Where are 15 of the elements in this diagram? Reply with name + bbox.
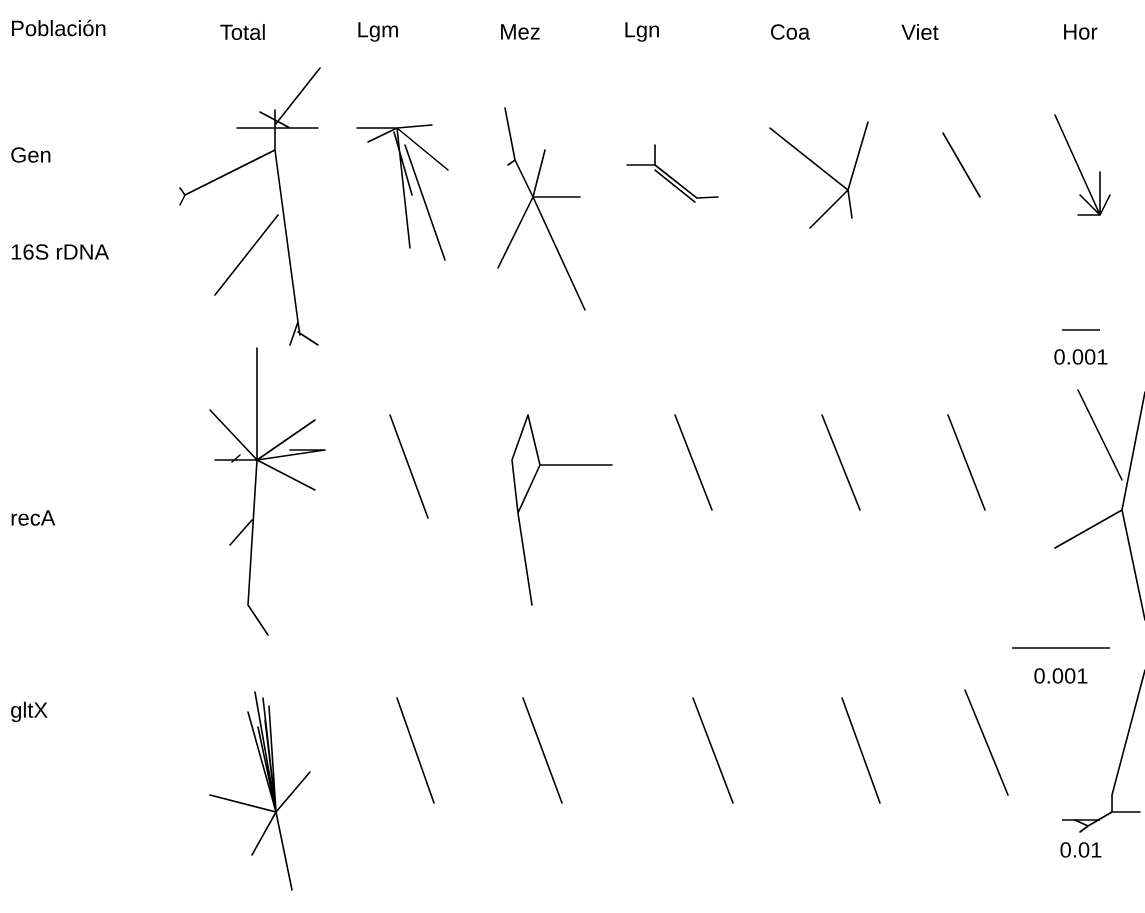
scale-label: 0.001 xyxy=(1054,349,1108,365)
row-label: recA xyxy=(11,510,56,526)
column-header: Población xyxy=(12,19,106,37)
row-label: gltX xyxy=(11,701,48,723)
row-label: Gen xyxy=(11,147,51,163)
column-header: Mez xyxy=(501,24,540,40)
scale-label: 0.001 xyxy=(1034,668,1088,684)
column-header: Total xyxy=(220,23,265,41)
column-header: Viet xyxy=(901,23,939,41)
scale-label: 0.01 xyxy=(1060,842,1102,858)
column-header: Lgm xyxy=(358,22,398,42)
row-label: 16S rDNA xyxy=(11,244,110,260)
column-header: Lgn xyxy=(625,22,659,42)
column-header: Hor xyxy=(1064,24,1098,40)
column-header: Coa xyxy=(770,24,811,40)
